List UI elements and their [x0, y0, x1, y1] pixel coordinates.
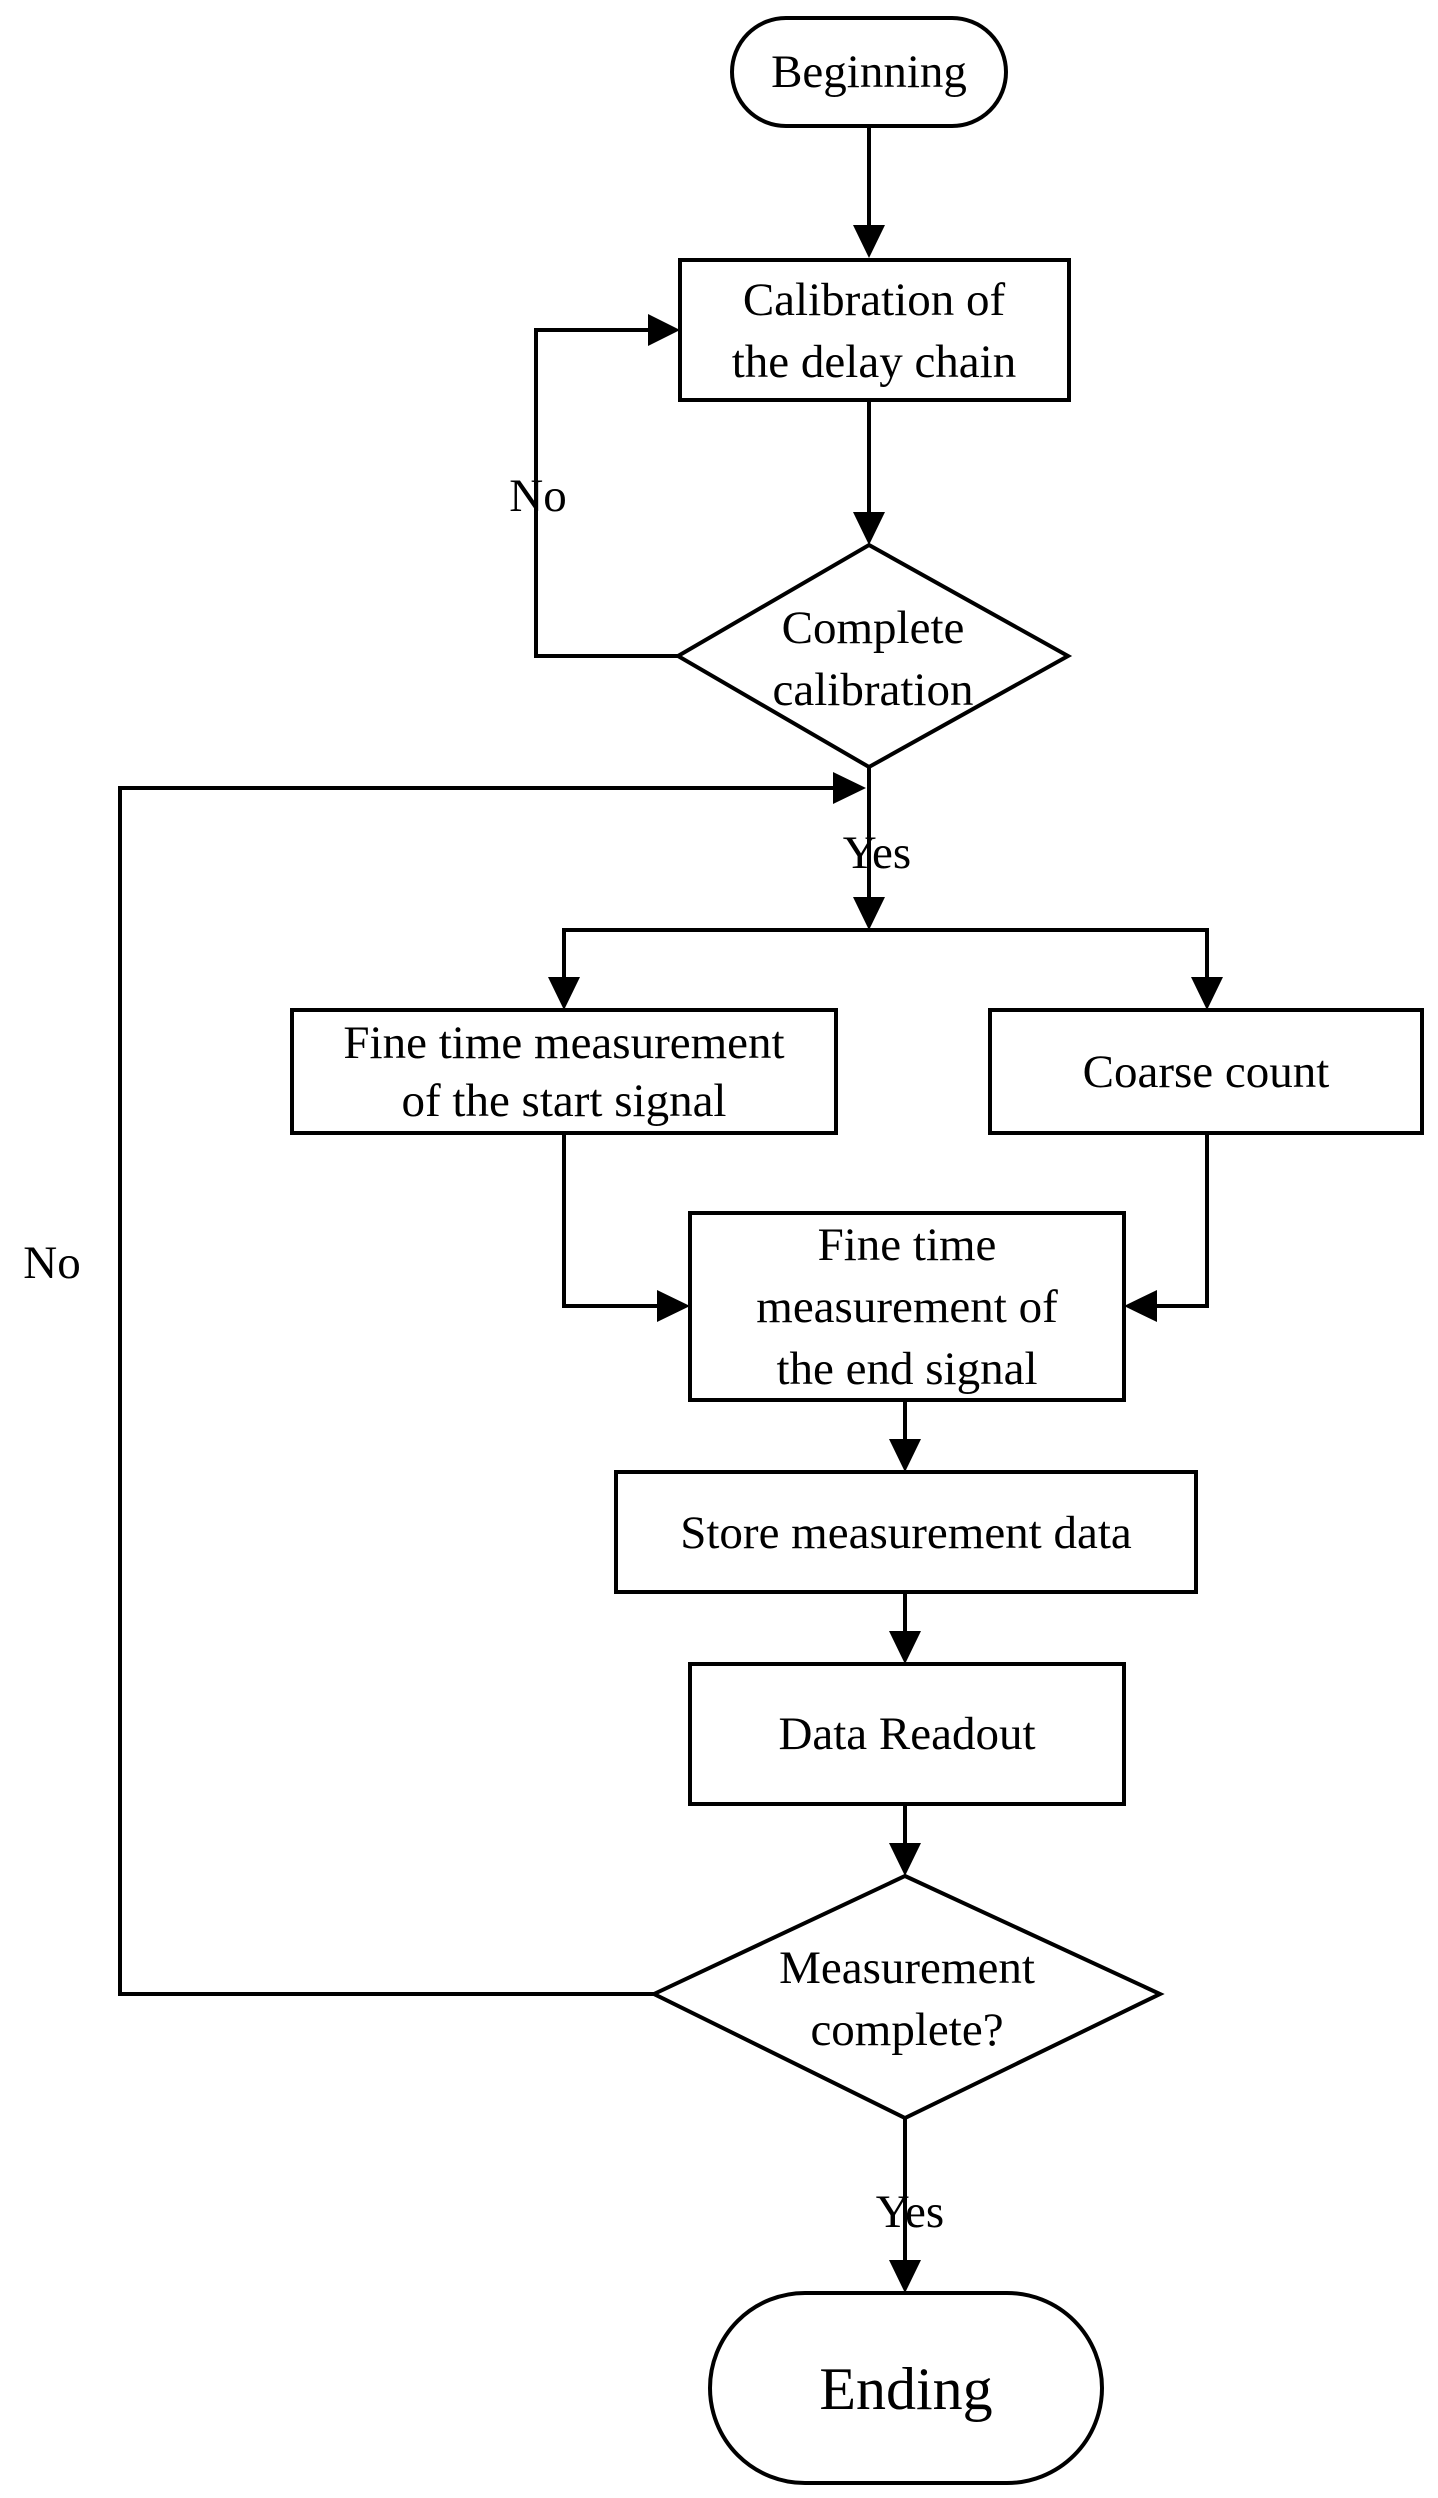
complete-calibration-label-line-1: Complete — [782, 602, 965, 654]
measurement-no-label: No — [23, 1237, 80, 1289]
beginning-label: Beginning — [771, 46, 967, 98]
node-complete-calibration-decision: Complete calibration — [674, 542, 1073, 770]
connector-fine-start-to-fine-end — [562, 1133, 675, 1308]
ending-label: Ending — [819, 2356, 992, 2422]
fine-end-label-line-1: Fine time — [818, 1219, 997, 1271]
arrow-into-ending — [889, 2260, 921, 2293]
node-data-readout: Data Readout — [688, 1662, 1126, 1806]
arrow-into-measurement-decision — [889, 1843, 921, 1876]
readout-label: Data Readout — [778, 1708, 1035, 1760]
arrow-into-split — [853, 897, 885, 930]
node-coarse-count: Coarse count — [988, 1008, 1424, 1135]
node-calibration: Calibration of the delay chain — [678, 258, 1071, 402]
calibration-label-line-2: the delay chain — [732, 336, 1016, 388]
arrow-into-store — [889, 1439, 921, 1472]
fine-end-label-line-3: the end signal — [776, 1343, 1037, 1395]
calibration-yes-label: Yes — [843, 827, 911, 879]
connector-split-bus — [562, 928, 1209, 995]
calibration-label-line-1: Calibration of — [743, 274, 1006, 326]
connector-measurement-no-loop — [118, 786, 848, 1996]
node-measurement-complete-decision: Measurement complete? — [649, 1873, 1165, 2121]
arrow-coarse-to-fine-end — [1124, 1290, 1157, 1322]
calibration-no-label: No — [509, 470, 566, 522]
node-fine-end-measurement: Fine time measurement of the end signal — [688, 1211, 1126, 1402]
node-fine-start-measurement: Fine time measurement of the start signa… — [290, 1008, 838, 1135]
connector-coarse-to-fine-end — [1142, 1133, 1209, 1308]
measurement-complete-label-line-2: complete? — [810, 2004, 1003, 2056]
arrow-into-calibration — [853, 225, 885, 258]
measurement-complete-label-line-1: Measurement — [779, 1942, 1035, 1994]
fine-start-label-line-1: Fine time measurement — [343, 1017, 784, 1069]
connector-calibration-no-loop — [534, 328, 678, 658]
coarse-count-label: Coarse count — [1083, 1046, 1330, 1098]
arrow-into-coarse-count — [1191, 977, 1223, 1010]
fine-start-label-line-2: of the start signal — [401, 1075, 726, 1127]
arrow-fine-start-to-fine-end — [657, 1290, 690, 1322]
measurement-yes-label: Yes — [876, 2186, 944, 2238]
fine-end-label-line-2: measurement of — [756, 1281, 1058, 1333]
arrow-into-fine-start — [548, 977, 580, 1010]
arrow-into-readout — [889, 1631, 921, 1664]
arrow-into-calibration-decision — [853, 512, 885, 545]
node-ending: Ending — [708, 2291, 1104, 2485]
arrow-calibration-no-loop — [648, 314, 680, 346]
arrow-measurement-no-loop — [833, 772, 866, 804]
store-label: Store measurement data — [680, 1507, 1132, 1559]
node-store-measurement-data: Store measurement data — [614, 1470, 1198, 1594]
node-beginning: Beginning — [730, 16, 1008, 128]
complete-calibration-label-line-2: calibration — [773, 664, 974, 716]
